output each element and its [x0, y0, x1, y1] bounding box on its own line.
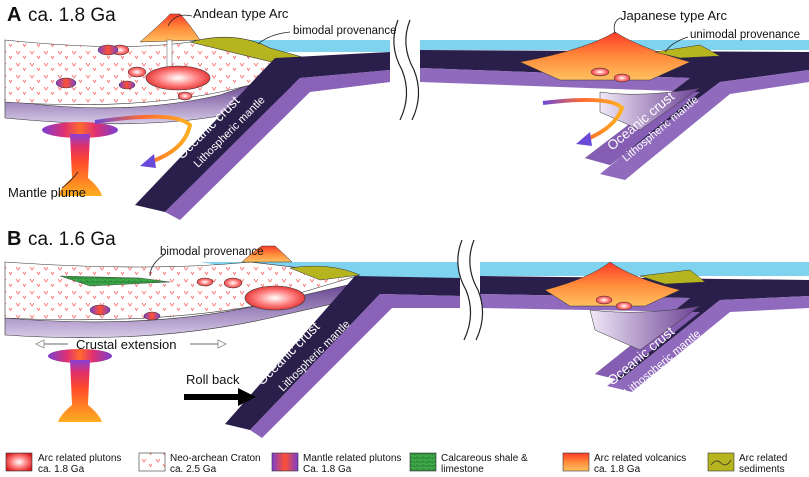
legend-item-mantle-plutons: Mantle related plutons Ca. 1.8 Ga — [271, 452, 401, 475]
shale-b — [59, 275, 171, 287]
oceanic-crust-a-right — [420, 50, 809, 165]
japanese-volcano — [519, 31, 691, 81]
flow-arrow-a-left — [94, 114, 193, 164]
legend-label-1b: ca. 1.8 Ga — [38, 464, 85, 475]
extension-arrowhead-right — [217, 339, 227, 349]
pluton-b-2 — [223, 277, 243, 289]
panel-b: B ca. 1.6 Ga bimodal provenance Crustal … — [4, 228, 809, 438]
legend: Arc related plutons ca. 1.8 Ga Neo-arche… — [5, 452, 787, 475]
legend-swatch-shale — [409, 452, 437, 472]
mantle-plume-stem-b — [58, 360, 102, 422]
bimodal-provenance-b-label: bimodal provenance — [160, 246, 264, 258]
overriding-mantle-b-right — [589, 305, 701, 351]
legend-label-2a: Neo-archean Craton — [170, 453, 261, 464]
legend-swatch-mantle-plutons — [271, 452, 299, 472]
panel-b-age: ca. 1.6 Ga — [28, 229, 116, 250]
oceanic-crust-b-left — [225, 276, 460, 430]
andean-volcano — [139, 13, 201, 43]
mantle-pluton-a3 — [118, 80, 136, 90]
andean-pluton-3 — [127, 66, 147, 78]
ocean-a — [190, 40, 809, 52]
mantle-pluton-a1 — [97, 44, 119, 56]
callout-line-plume — [61, 171, 79, 189]
flow-arrowhead-a-right — [576, 132, 592, 146]
japanese-pluton-b2 — [615, 301, 633, 311]
legend-label-3a: Mantle related plutons — [303, 453, 401, 464]
legend-item-craton: Neo-archean Craton ca. 2.5 Ga — [138, 452, 261, 475]
bimodal-provenance-a-label: bimodal provenance — [293, 25, 397, 37]
slab-mantle-b-left — [250, 294, 460, 438]
mantle-pluton-b1 — [89, 304, 111, 316]
japanese-arc-label: Japanese type Arc — [620, 8, 727, 23]
legend-swatch-craton — [138, 452, 166, 472]
mantle-pluton-a2 — [55, 77, 77, 89]
japanese-volcano-b — [544, 261, 681, 307]
japanese-sediment — [654, 44, 721, 59]
legend-label-3b: Ca. 1.8 Ga — [303, 464, 352, 475]
legend-item-shale: Calcareous shale & limestone — [409, 452, 528, 475]
japanese-pluton-2 — [613, 73, 631, 83]
japanese-sediment-b — [639, 269, 706, 285]
flow-arrowhead-a-left — [140, 154, 156, 168]
panel-b-letter: B — [7, 228, 21, 250]
legend-swatch-arc-plutons — [5, 452, 33, 472]
extension-arrowhead-left — [35, 339, 45, 349]
oceanic-crust-a-left — [135, 52, 390, 212]
legend-item-volcanics: Arc related volcanics ca. 1.8 Ga — [562, 452, 686, 475]
mantle-plume-label: Mantle plume — [8, 185, 86, 200]
legend-label-1a: Arc related plutons — [38, 453, 121, 464]
legend-item-arc-plutons: Arc related plutons ca. 1.8 Ga — [5, 452, 121, 475]
legend-label-2b: ca. 2.5 Ga — [170, 464, 217, 475]
callout-line-unimodal — [664, 36, 689, 53]
panel-a: A ca. 1.8 Ga Andean type Arc bimodal pro… — [4, 4, 809, 220]
legend-label-4a: Calcareous shale & — [441, 453, 528, 464]
panel-a-letter: A — [7, 4, 21, 26]
andean-arc-label: Andean type Arc — [193, 6, 289, 21]
flow-arrow-a-right — [542, 97, 625, 142]
andean-pluton-4 — [177, 91, 193, 101]
callout-line-bimodal-a — [257, 31, 291, 45]
legend-swatch-sediments — [707, 452, 735, 472]
mantle-pluton-b2 — [143, 311, 161, 321]
legend-item-sediments: Arc related sediments — [707, 452, 787, 475]
legend-label-5b: ca. 1.8 Ga — [594, 464, 641, 475]
legend-label-6b: sediments — [739, 464, 785, 475]
andean-pluton-main — [145, 65, 211, 91]
legend-label-6a: Arc related — [739, 453, 787, 464]
legend-label-5a: Arc related volcanics — [594, 453, 686, 464]
callout-line-japanese — [613, 17, 621, 35]
volcano-b-left — [241, 245, 293, 263]
mantle-plume-cap-a — [42, 122, 118, 138]
break-mark-b — [457, 239, 484, 341]
legend-swatch-volcanics — [562, 452, 590, 472]
crustal-extension-label: Crustal extension — [76, 337, 176, 352]
mantle-plume-stem-a — [58, 134, 102, 196]
roll-back-arrow — [184, 388, 256, 406]
break-mark-a — [393, 19, 420, 121]
unimodal-provenance-label: unimodal provenance — [690, 29, 800, 41]
callout-line-andean — [167, 14, 193, 27]
pluton-b-3 — [196, 277, 214, 287]
arc-sediments-a — [189, 36, 321, 65]
japanese-pluton-1 — [590, 67, 610, 77]
slab-mantle-a-right — [420, 68, 809, 180]
panel-a-age: ca. 1.8 Ga — [28, 5, 116, 26]
legend-label-4b: limestone — [441, 464, 484, 475]
overriding-mantle-a-right — [599, 87, 701, 131]
arc-sediments-b — [289, 265, 361, 281]
roll-back-label: Roll back — [186, 372, 240, 387]
pluton-b-main — [244, 285, 306, 311]
japanese-pluton-b1 — [595, 295, 613, 305]
slab-mantle-a-left — [165, 70, 390, 220]
callout-line-bimodal-b — [149, 253, 166, 277]
mantle-plume-cap-b — [48, 349, 112, 363]
